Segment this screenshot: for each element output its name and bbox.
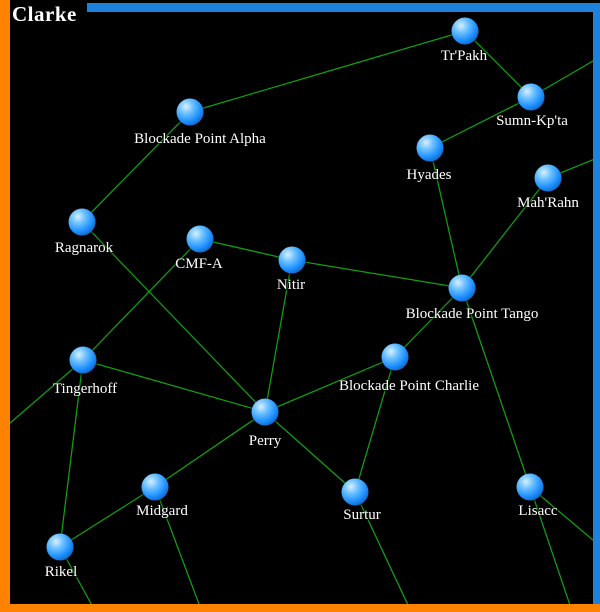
system-node-charlie[interactable]	[381, 343, 409, 371]
jump-route-alpha-ragnarok	[81, 111, 191, 223]
jump-route-perry-surtur	[264, 411, 356, 493]
system-label-sumn: Sumn-Kp'ta	[496, 113, 568, 129]
jump-route-mahrahn-tango	[461, 177, 549, 289]
system-node-tingerhoff[interactable]	[69, 346, 97, 374]
jump-route-charlie-surtur	[354, 356, 396, 493]
jump-route-sumn-hyades	[429, 96, 532, 149]
system-label-tingerhoff: Tingerhoff	[52, 381, 118, 397]
jump-route-nitir-perry	[264, 259, 293, 413]
jump-route-midgard-rikel	[59, 486, 156, 548]
system-label-trpakh: Tr'Pakh	[440, 48, 488, 64]
right-border	[593, 3, 600, 612]
left-border	[0, 0, 10, 612]
system-label-charlie: Blockade Point Charlie	[339, 378, 479, 394]
jump-route-charlie-perry	[264, 356, 396, 413]
jump-route-hyades-tango	[429, 147, 463, 289]
system-label-ragnarok: Ragnarok	[54, 240, 114, 256]
system-label-perry: Perry	[248, 433, 282, 449]
jump-route-alpha-trpakh	[189, 30, 466, 113]
jump-route-nitir-tango	[291, 259, 463, 289]
jump-route-midgard-offmap	[154, 486, 203, 612]
jump-route-tango-lisacc	[461, 287, 531, 488]
system-node-nitir[interactable]	[278, 246, 306, 274]
bottom-border	[0, 604, 600, 612]
system-node-rikel[interactable]	[46, 533, 74, 561]
quadrant-title: Clarke	[10, 0, 87, 31]
jump-route-tango-charlie	[394, 287, 463, 358]
system-label-lisacc: Lisacc	[518, 503, 558, 519]
system-node-hyades[interactable]	[416, 134, 444, 162]
jump-route-surtur-offmap	[354, 491, 412, 612]
system-label-mahrahn: Mah'Rahn	[517, 195, 579, 211]
quadrant-title-text: Clarke	[12, 2, 77, 26]
system-node-tango[interactable]	[448, 274, 476, 302]
system-node-midgard[interactable]	[141, 473, 169, 501]
jump-route-tingerhoff-rikel	[59, 359, 84, 548]
jump-route-lisacc-offmap	[529, 486, 573, 612]
system-node-ragnarok[interactable]	[68, 208, 96, 236]
system-label-cmfa: CMF-A	[175, 256, 223, 272]
system-node-lisacc[interactable]	[516, 473, 544, 501]
system-node-cmfa[interactable]	[186, 225, 214, 253]
system-label-hyades: Hyades	[406, 167, 452, 183]
system-node-trpakh[interactable]	[451, 17, 479, 45]
system-node-sumn[interactable]	[517, 83, 545, 111]
jump-route-cmfa-tingerhoff	[82, 238, 201, 361]
jump-route-cmfa-nitir	[199, 238, 293, 261]
system-label-nitir: Nitir	[276, 277, 306, 293]
system-label-alpha: Blockade Point Alpha	[134, 131, 266, 147]
system-node-alpha[interactable]	[176, 98, 204, 126]
jump-route-perry-midgard	[154, 411, 266, 488]
jump-route-tingerhoff-offmap	[1, 359, 84, 431]
system-label-midgard: Midgard	[136, 503, 188, 519]
system-label-surtur: Surtur	[343, 507, 381, 523]
jump-route-tingerhoff-perry	[82, 359, 266, 413]
jump-route-trpakh-sumn	[464, 30, 532, 98]
system-label-tango: Blockade Point Tango	[405, 306, 539, 322]
system-node-mahrahn[interactable]	[534, 164, 562, 192]
system-node-surtur[interactable]	[341, 478, 369, 506]
top-border	[10, 3, 600, 12]
system-label-rikel: Rikel	[44, 564, 78, 580]
system-node-perry[interactable]	[251, 398, 279, 426]
jump-route-ragnarok-perry	[81, 221, 266, 413]
